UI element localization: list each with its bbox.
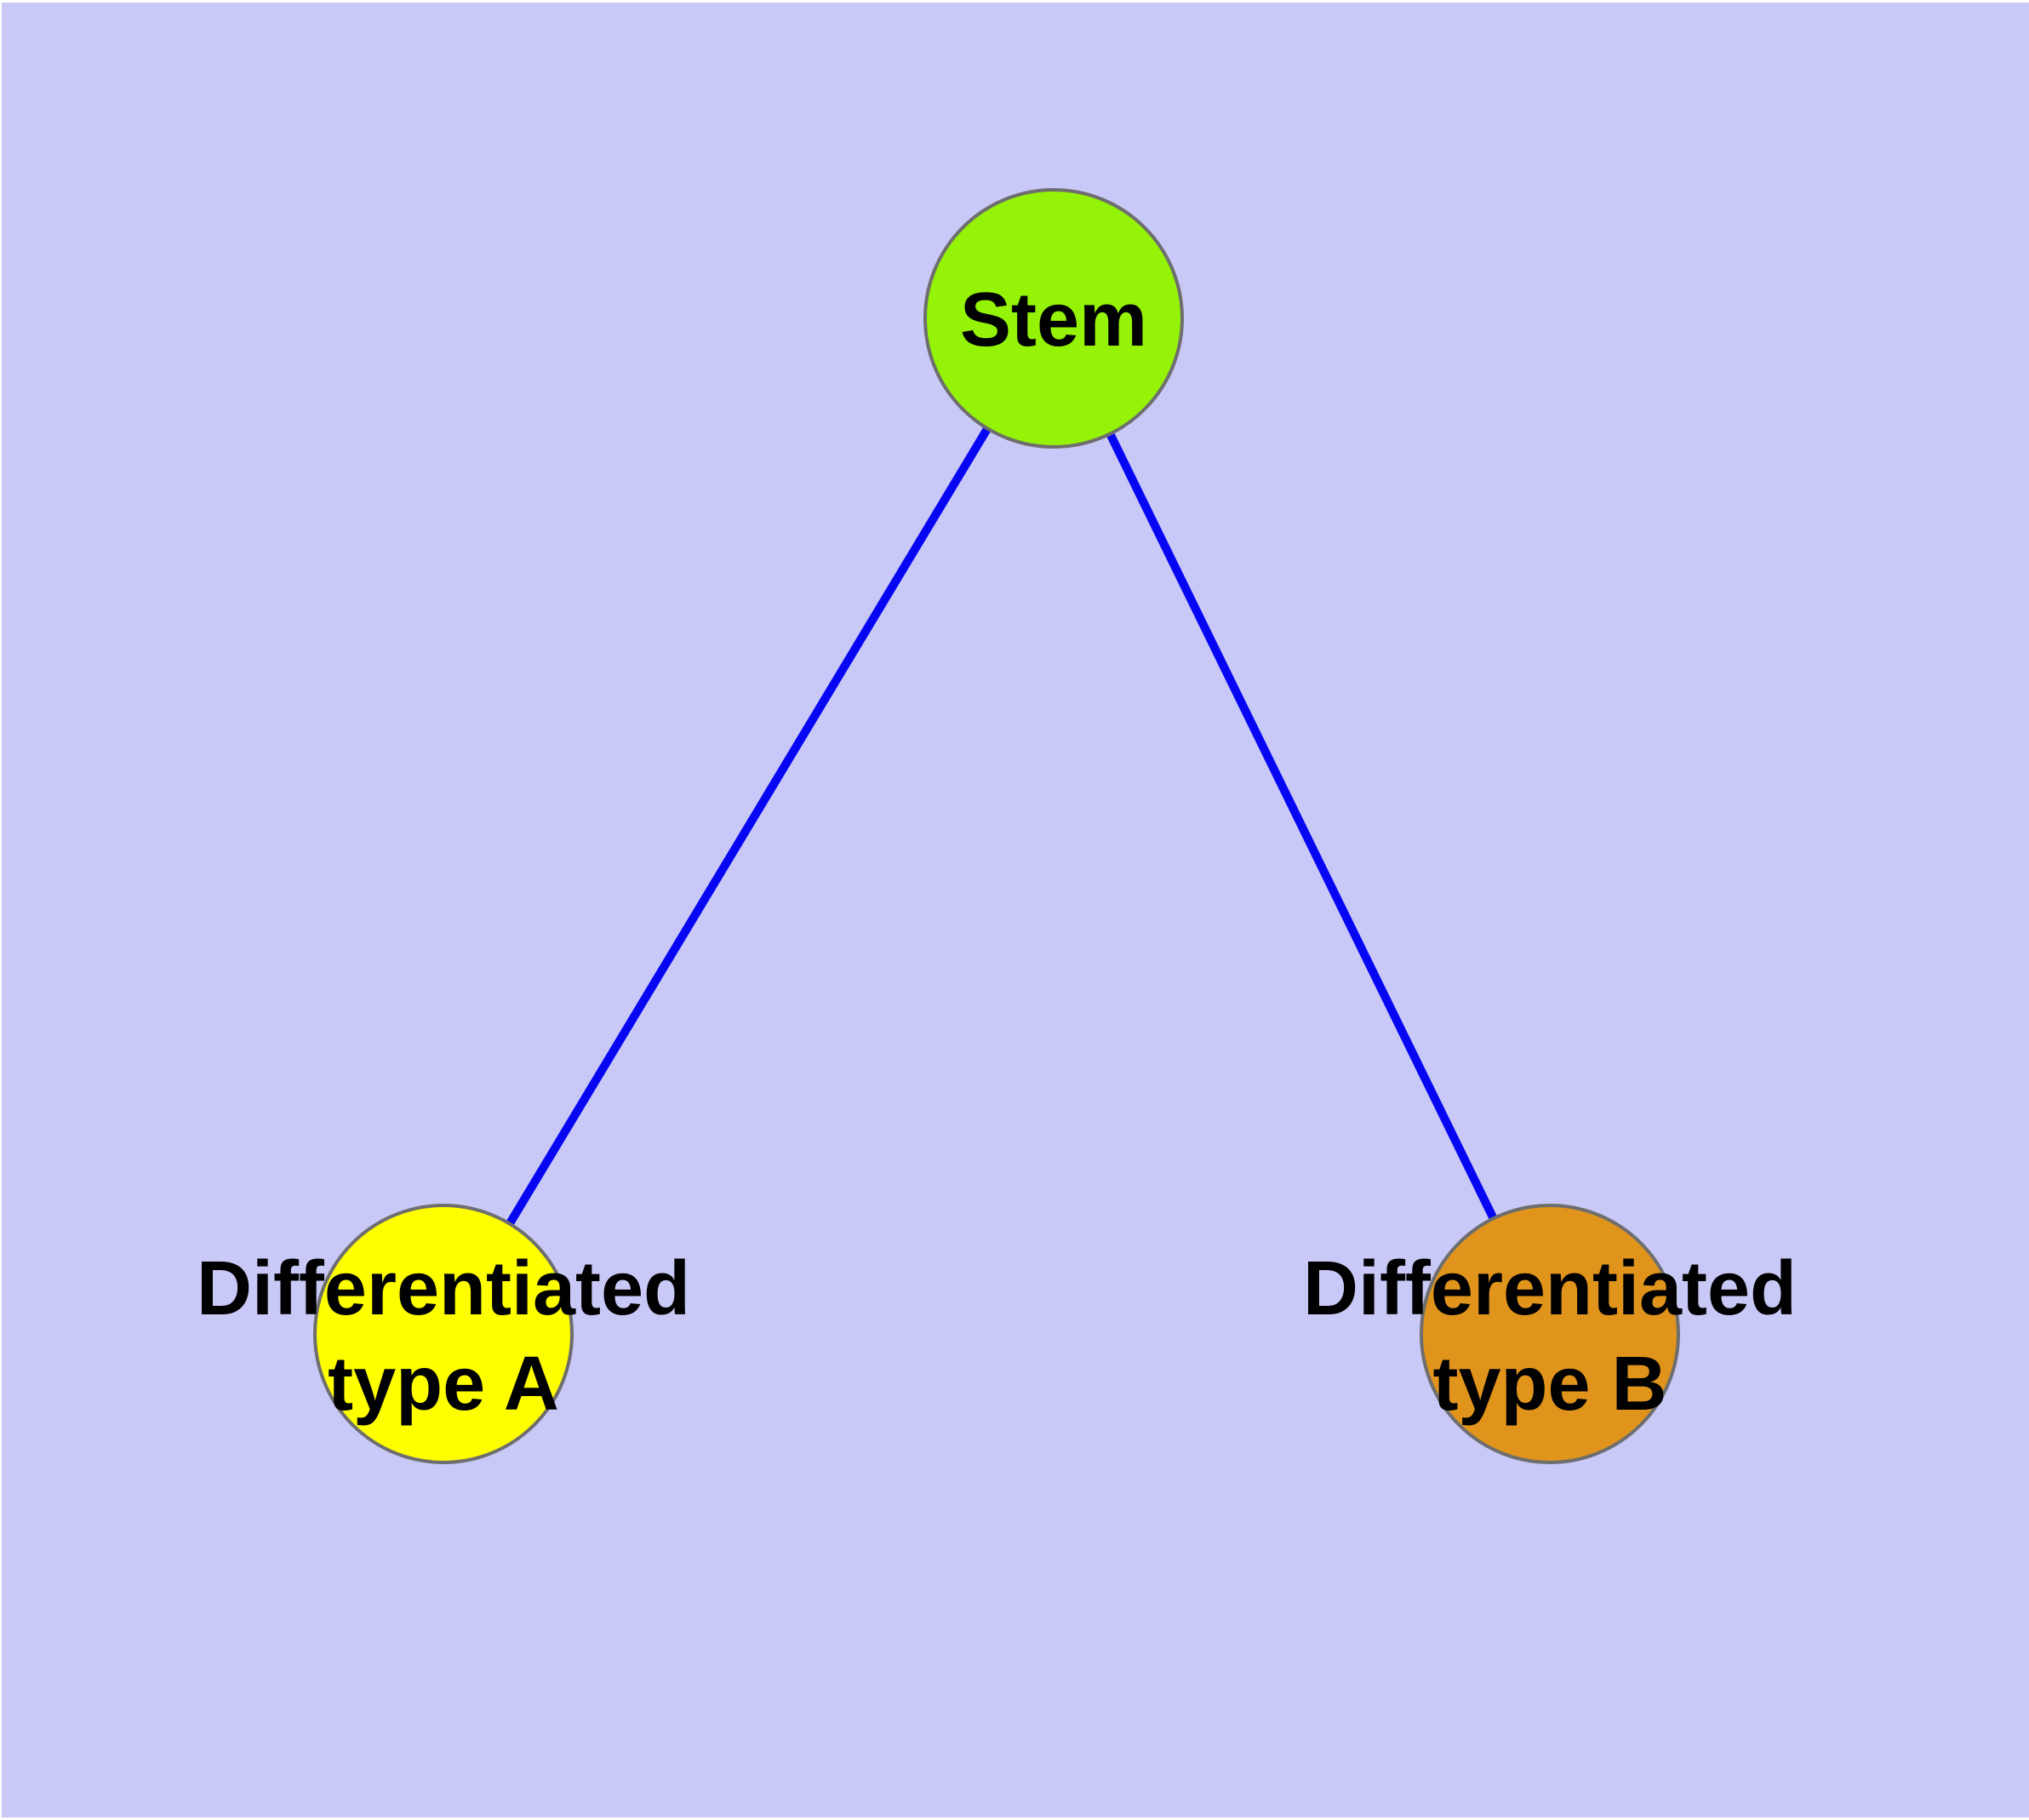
- edge-stem-to-type-a: [439, 316, 1058, 1336]
- node-type-a-label-line2: type A: [328, 1342, 559, 1427]
- node-type-b-label-line1: Differentiated: [1303, 1246, 1797, 1331]
- node-type-a-label-line1: Differentiated: [197, 1246, 690, 1331]
- node-type-b-circle: [1420, 1204, 1680, 1464]
- node-type-b-label-line2: type B: [1432, 1342, 1666, 1427]
- edge-stem-to-type-b: [1049, 316, 1554, 1336]
- node-stem-label: Stem: [960, 278, 1147, 363]
- node-stem-circle: [923, 188, 1184, 449]
- node-type-a-circle: [313, 1204, 574, 1464]
